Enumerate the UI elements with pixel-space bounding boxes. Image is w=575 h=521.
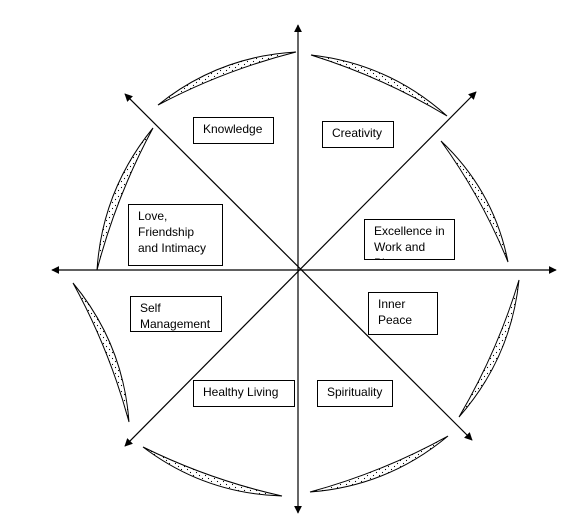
petal-left-upper bbox=[96, 127, 154, 271]
self-management-box: Self Management bbox=[130, 296, 222, 332]
diagonal-axis-ne-sw bbox=[124, 91, 477, 447]
love-friendship-intimacy-box: Love, Friendship and Intimacy bbox=[128, 204, 223, 266]
inner-peace-box: Inner Peace bbox=[368, 292, 438, 335]
petal-top-left bbox=[157, 51, 297, 106]
petal-left-lower bbox=[72, 282, 130, 423]
excellence-work-play-box: Excellence in Work and Play bbox=[364, 219, 455, 260]
creativity-box: Creativity bbox=[322, 121, 394, 148]
petal-right-lower bbox=[458, 279, 520, 418]
spirituality-box: Spirituality bbox=[317, 380, 393, 407]
healthy-living-box: Healthy Living bbox=[193, 380, 295, 407]
petal-bottom-right bbox=[309, 435, 449, 493]
knowledge-box: Knowledge bbox=[193, 117, 274, 144]
petal-right-upper bbox=[440, 140, 509, 263]
petal-top-right bbox=[310, 54, 448, 117]
petal-bottom-left bbox=[142, 446, 283, 497]
